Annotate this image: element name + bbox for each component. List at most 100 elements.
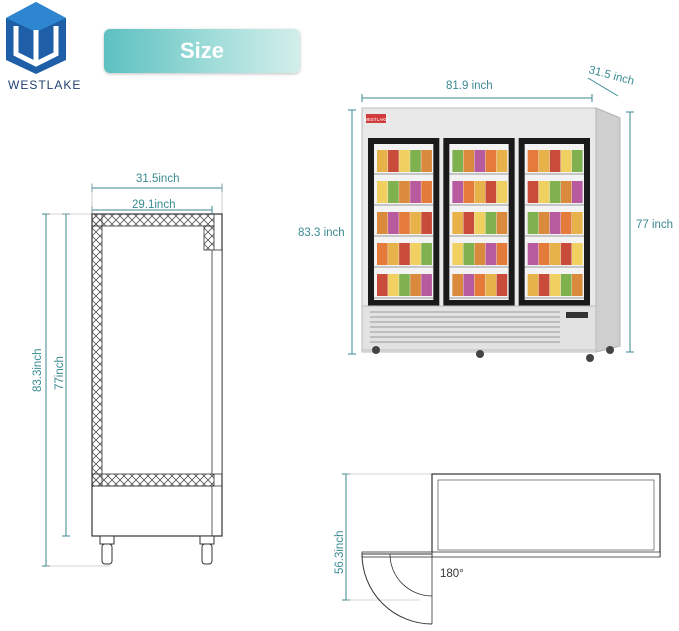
product-package	[421, 150, 432, 172]
product-package	[485, 243, 497, 265]
product-package	[496, 181, 508, 203]
product-package	[388, 150, 399, 172]
product-package	[527, 150, 539, 172]
product-package	[474, 150, 486, 172]
product-package	[527, 274, 539, 296]
cabinet-outline	[91, 213, 223, 537]
cabinet-plan	[431, 473, 661, 557]
product-package	[549, 212, 561, 234]
product-package	[388, 243, 399, 265]
front-view: WESTLAKE	[348, 77, 634, 362]
caster-left	[99, 535, 115, 565]
product-package	[485, 274, 497, 296]
control-display	[566, 312, 588, 318]
swing-angle-label: 180°	[440, 568, 464, 580]
product-package	[421, 243, 432, 265]
product-package	[399, 150, 410, 172]
glass-doors	[368, 138, 590, 306]
product-package	[463, 150, 475, 172]
product-package	[399, 274, 410, 296]
front-width-label: 81.9 inch	[446, 80, 493, 92]
product-package	[421, 212, 432, 234]
product-package	[485, 181, 497, 203]
product-package	[399, 181, 410, 203]
product-package	[452, 243, 463, 265]
product-package	[377, 212, 388, 234]
product-package	[496, 212, 508, 234]
product-package	[496, 243, 508, 265]
side-inner-width-label: 29.1inch	[132, 199, 176, 211]
page-title: Size	[104, 29, 300, 73]
product-package	[538, 150, 550, 172]
product-package	[410, 243, 421, 265]
product-package	[377, 274, 388, 296]
grille-slats	[370, 311, 560, 343]
top-view	[342, 473, 661, 625]
product-package	[538, 181, 550, 203]
product-package	[452, 212, 463, 234]
product-package	[377, 181, 388, 203]
side-outer-width-label: 31.5inch	[136, 173, 180, 185]
product-package	[527, 181, 539, 203]
product-package	[527, 212, 539, 234]
product-package	[463, 243, 475, 265]
product-package	[571, 150, 583, 172]
base-grille	[361, 305, 597, 351]
product-package	[388, 212, 399, 234]
product-package	[571, 212, 583, 234]
product-package	[410, 274, 421, 296]
product-package	[560, 150, 572, 172]
product-package	[421, 274, 432, 296]
product-package	[571, 274, 583, 296]
product-package	[388, 274, 399, 296]
product-package	[496, 150, 508, 172]
front-casters	[372, 346, 614, 362]
product-package	[410, 150, 421, 172]
door-section	[211, 249, 223, 475]
product-package	[452, 181, 463, 203]
side-cabinet-height-label: 77inch	[54, 356, 66, 390]
product-package	[571, 243, 583, 265]
front-nameplate-text: WESTLAKE	[364, 117, 389, 122]
side-section-view	[42, 183, 223, 567]
product-package	[549, 150, 561, 172]
front-total-height-label: 83.3 inch	[298, 227, 345, 239]
product-package	[485, 150, 497, 172]
product-package	[399, 212, 410, 234]
product-package	[474, 181, 486, 203]
product-package	[474, 274, 486, 296]
clearance-label: 56.3inch	[334, 530, 346, 574]
product-package	[377, 150, 388, 172]
product-package	[463, 181, 475, 203]
product-package	[560, 274, 572, 296]
product-package	[538, 212, 550, 234]
product-package	[538, 274, 550, 296]
front-cabinet-height-label: 77 inch	[636, 219, 674, 231]
product-package	[474, 243, 486, 265]
product-package	[377, 243, 388, 265]
front-nameplate	[366, 114, 386, 123]
side-total-height-label: 83.3inch	[32, 348, 44, 392]
product-package	[452, 274, 463, 296]
product-package	[485, 212, 497, 234]
product-package	[560, 243, 572, 265]
product-package	[463, 212, 475, 234]
product-package	[388, 181, 399, 203]
product-package	[571, 181, 583, 203]
product-package	[496, 274, 508, 296]
brand-name: WESTLAKE	[8, 78, 82, 92]
product-package	[549, 181, 561, 203]
product-package	[474, 212, 486, 234]
front-depth-line	[587, 77, 619, 97]
product-package	[421, 181, 432, 203]
product-package	[463, 274, 475, 296]
product-package	[549, 243, 561, 265]
caster-right	[199, 535, 215, 565]
product-package	[538, 243, 550, 265]
product-package	[560, 212, 572, 234]
product-package	[410, 181, 421, 203]
product-package	[527, 243, 539, 265]
product-package	[452, 150, 463, 172]
product-package	[410, 212, 421, 234]
